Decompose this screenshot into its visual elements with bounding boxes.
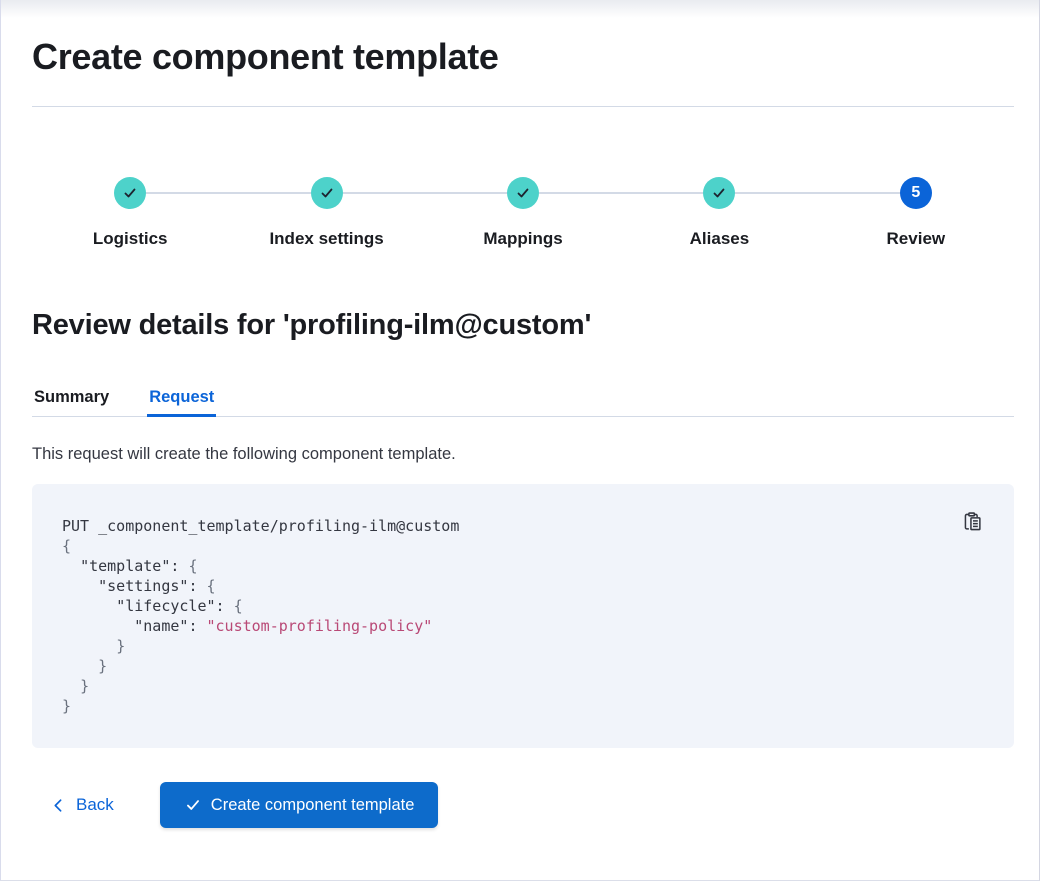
code-line: PUT _component_template/profiling-ilm@cu… — [62, 517, 460, 535]
back-button[interactable]: Back — [46, 787, 118, 823]
create-component-template-button[interactable]: Create component template — [159, 782, 439, 828]
step-aliases[interactable]: Aliases — [621, 177, 900, 250]
create-component-template-label: Create component template — [210, 795, 415, 814]
wizard-content: Create component template Logistics Index… — [1, 0, 1039, 828]
code-line: } — [80, 677, 90, 695]
step-connector — [539, 192, 704, 194]
step-complete-circle — [507, 177, 540, 209]
code-line: "settings": { — [98, 577, 216, 595]
code-line: "name": "custom-profiling-policy" — [134, 617, 433, 635]
code-line: } — [116, 637, 126, 655]
code-line: { — [62, 537, 72, 555]
copy-button[interactable] — [962, 508, 990, 536]
check-icon — [122, 185, 138, 201]
step-label: Aliases — [689, 229, 750, 248]
title-divider — [32, 106, 1014, 107]
check-icon — [711, 185, 727, 201]
check-icon — [184, 796, 202, 814]
step-current-circle: 5 — [899, 177, 932, 209]
code-line: } — [62, 697, 72, 715]
page-title: Create component template — [32, 36, 499, 77]
request-code: PUT _component_template/profiling-ilm@cu… — [62, 516, 984, 716]
code-line: "lifecycle": { — [116, 597, 243, 615]
step-label: Mappings — [483, 229, 563, 248]
step-index-settings[interactable]: Index settings — [228, 177, 508, 250]
request-code-block: PUT _component_template/profiling-ilm@cu… — [32, 484, 1014, 748]
tab-request[interactable]: Request — [147, 388, 217, 417]
tab-summary[interactable]: Summary — [32, 388, 111, 416]
step-complete-circle — [310, 177, 343, 209]
step-complete-circle — [703, 177, 736, 209]
check-icon — [515, 185, 531, 201]
step-label: Logistics — [92, 229, 168, 248]
step-complete-circle — [114, 177, 147, 209]
step-connector — [342, 192, 508, 194]
step-connector — [735, 192, 900, 194]
code-line: "template": { — [80, 557, 198, 575]
step-label: Index settings — [269, 229, 384, 248]
code-line: } — [98, 657, 108, 675]
copy-clipboard-icon — [962, 511, 990, 533]
chevron-left-icon — [50, 797, 67, 814]
step-connector — [146, 192, 311, 194]
check-icon — [319, 185, 335, 201]
step-label: Review — [886, 229, 946, 248]
request-description: This request will create the following c… — [32, 445, 456, 463]
step-logistics[interactable]: Logistics — [32, 177, 311, 250]
step-mappings[interactable]: Mappings — [425, 177, 704, 250]
wizard-footer: Back Create component template — [46, 782, 1014, 828]
review-tabs: Summary Request — [32, 388, 1014, 417]
back-button-label: Back — [76, 795, 114, 814]
review-heading: Review details for 'profiling-ilm@custom… — [32, 309, 592, 341]
